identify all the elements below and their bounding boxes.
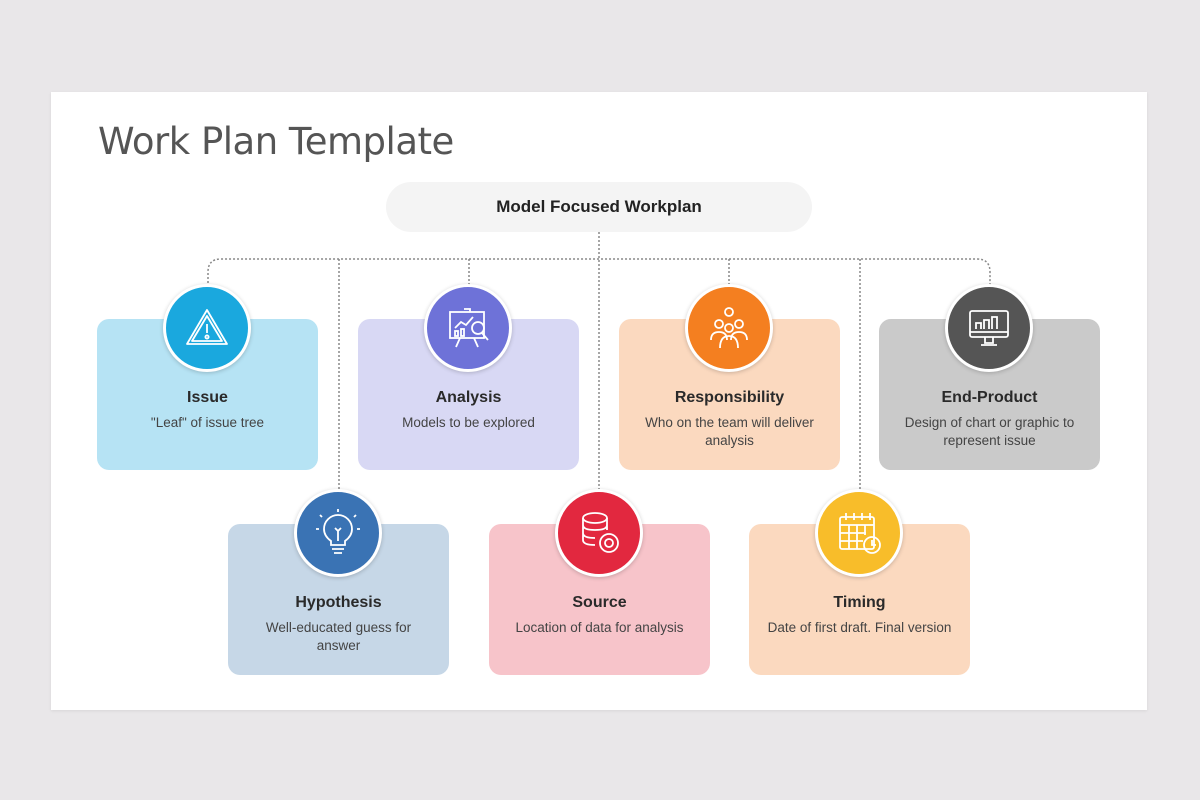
root-node: Model Focused Workplan xyxy=(386,182,812,232)
card-description: Location of data for analysis xyxy=(515,620,684,635)
page-title: Work Plan Template xyxy=(98,120,454,163)
monitor-chart-icon xyxy=(945,284,1033,372)
presentation-analytics-icon xyxy=(424,284,512,372)
root-label: Model Focused Workplan xyxy=(496,197,702,216)
card-issue: Issue "Leaf" of issue tree xyxy=(97,319,318,470)
card-title: Source xyxy=(572,594,627,611)
card-title: End-Product xyxy=(941,389,1038,406)
team-icon xyxy=(685,284,773,372)
database-gear-icon xyxy=(555,489,643,577)
card-description: Date of first draft. Final version xyxy=(767,620,952,635)
warning-icon xyxy=(163,284,251,372)
calendar-clock-icon xyxy=(815,489,903,577)
card-title: Responsibility xyxy=(674,389,785,406)
card-description: Well-educated guess for answer xyxy=(265,620,412,653)
card-title: Hypothesis xyxy=(295,594,382,611)
card-description: Design of chart or graphic to represent … xyxy=(904,415,1075,448)
card-description: "Leaf" of issue tree xyxy=(150,415,265,430)
card-title: Analysis xyxy=(435,389,502,406)
card-description: Who on the team will deliver analysis xyxy=(645,415,814,448)
card-description: Models to be explored xyxy=(402,415,535,430)
card-title: Timing xyxy=(833,594,886,611)
card-title: Issue xyxy=(187,389,228,406)
lightbulb-icon xyxy=(294,489,382,577)
